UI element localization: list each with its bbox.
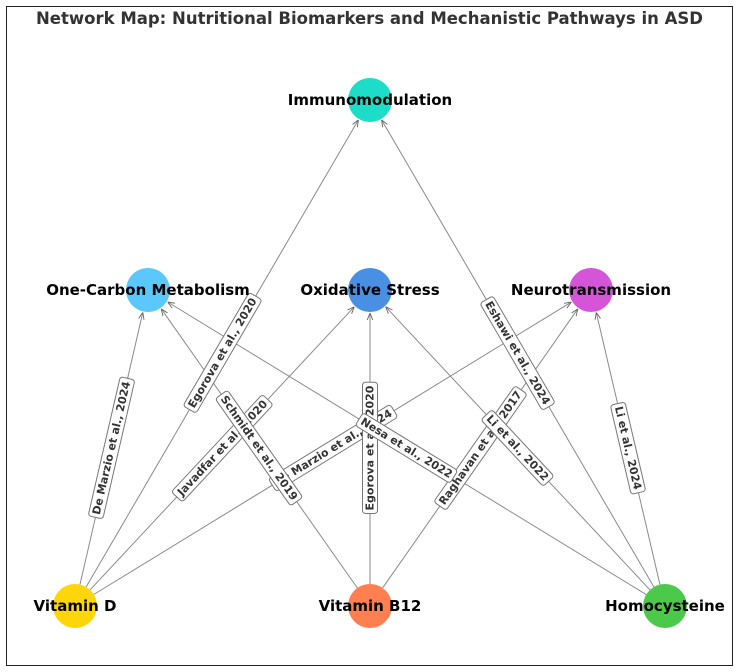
node-label-vitamin-d: Vitamin D bbox=[34, 597, 117, 615]
node-label-vitamin-b12: Vitamin B12 bbox=[319, 597, 422, 615]
node-vitamin-d[interactable] bbox=[53, 584, 97, 628]
node-neurotransmission[interactable] bbox=[569, 268, 613, 312]
edge-labels-layer: De Marzio et al., 2024 Egorova et al., 20… bbox=[88, 292, 646, 519]
edge-label-box bbox=[215, 390, 303, 506]
edge-label-box bbox=[481, 410, 554, 486]
edge-label-homocysteine-to-neurotransmission: Li et al., 2024 bbox=[610, 402, 646, 495]
node-homocysteine[interactable] bbox=[643, 584, 687, 628]
node-label-immunomodulation: Immunomodulation bbox=[288, 91, 452, 109]
edge-label-box bbox=[610, 402, 646, 495]
edge-label-homocysteine-to-oxidative_stress: Li et al., 2022 bbox=[481, 410, 554, 486]
node-label-one-carbon: One-Carbon Metabolism bbox=[46, 281, 250, 299]
edges-layer bbox=[79, 120, 661, 595]
edge-label-box bbox=[480, 296, 555, 410]
node-oxidative-stress[interactable] bbox=[348, 268, 392, 312]
edge-label-box bbox=[355, 413, 458, 483]
edge-label-vitamin_b12-to-oxidative_stress: Egorova et al., 2020 bbox=[362, 381, 378, 514]
node-label-oxidative-stress: Oxidative Stress bbox=[300, 281, 439, 299]
figure-frame bbox=[6, 6, 733, 666]
edge-label-box bbox=[434, 386, 527, 510]
node-label-neurotransmission: Neurotransmission bbox=[511, 281, 671, 299]
edge-label-text: De Marzio et al., 2024 bbox=[90, 380, 133, 516]
edge-label-text: Egorova et al., 2020 bbox=[364, 385, 377, 510]
edge-label-vitamin_d-to-one_carbon: De Marzio et al., 2024 bbox=[88, 376, 135, 519]
node-vitamin-b12[interactable] bbox=[348, 584, 392, 628]
edge-label-box bbox=[88, 376, 135, 519]
node-one-carbon[interactable] bbox=[126, 268, 170, 312]
edge-label-text: Li et al., 2022 bbox=[484, 412, 552, 483]
nodes-layer bbox=[53, 78, 687, 628]
edge-label-box bbox=[183, 292, 262, 413]
diagram-title: Network Map: Nutritional Biomarkers and … bbox=[36, 9, 703, 28]
node-immunomodulation[interactable] bbox=[348, 78, 392, 122]
node-label-homocysteine: Homocysteine bbox=[605, 597, 725, 615]
